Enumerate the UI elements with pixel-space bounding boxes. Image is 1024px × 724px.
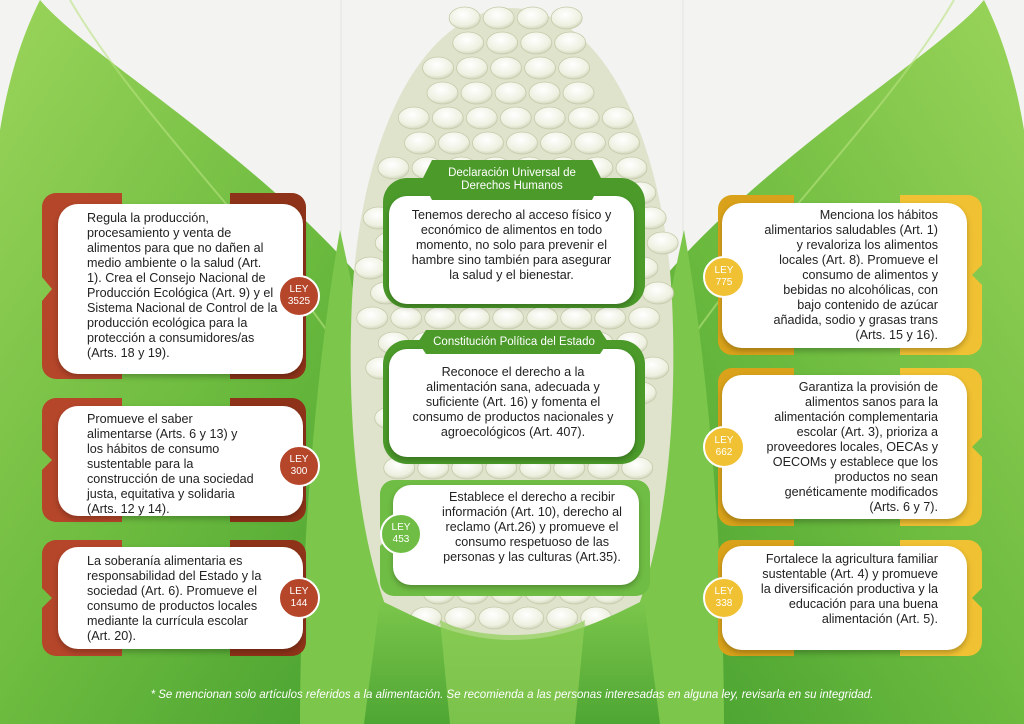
corn-kernel <box>458 306 491 330</box>
badge-number: 775 <box>715 277 733 288</box>
cpe-header-shape <box>418 330 608 354</box>
corn-kernel <box>516 6 549 30</box>
corn-kernel <box>512 606 545 630</box>
ley-3525-badge: LEY 3525 <box>278 275 320 317</box>
dudh-text: Tenemos derecho al acceso físico y econó… <box>411 208 612 282</box>
badge-number: 144 <box>290 598 308 609</box>
corn-kernel <box>377 156 410 180</box>
corn-kernel <box>390 306 423 330</box>
corn-kernel <box>558 56 590 80</box>
corn-kernel <box>456 56 488 80</box>
corn-kernel <box>528 81 561 105</box>
corn-kernel <box>452 31 485 55</box>
ley-144-text: La soberanía alimentaria es responsabili… <box>87 554 262 643</box>
corn-kernel <box>354 256 387 280</box>
left-card-3: La soberanía alimentaria es responsabili… <box>58 547 303 649</box>
dudh-card: Tenemos derecho al acceso físico y econó… <box>389 196 634 304</box>
cpe-header: Constitución Política del Estado <box>433 335 595 348</box>
ley-662-text: Garantiza la provisión de alimentos sano… <box>766 380 939 514</box>
corn-kernel <box>426 81 459 105</box>
corn-kernel <box>608 131 640 155</box>
badge-label: LEY <box>714 435 734 446</box>
cpe-card: Reconoce el derecho a la alimentación sa… <box>389 349 635 457</box>
badge-number: 3525 <box>287 296 311 307</box>
corn-kernel <box>601 106 634 130</box>
badge-label: LEY <box>391 522 411 533</box>
corn-kernel <box>646 231 679 255</box>
corn-kernel <box>499 106 532 130</box>
ley-144-badge: LEY 144 <box>278 577 320 619</box>
corn-kernel <box>460 81 493 105</box>
corn-kernel <box>554 31 587 55</box>
left-card-1: Regula la producción, procesamiento y ve… <box>58 204 303 374</box>
badge-label: LEY <box>289 284 309 295</box>
corn-kernel <box>492 306 525 330</box>
dudh-header-shape <box>422 160 602 200</box>
corn-kernel <box>482 6 515 30</box>
corn-kernel <box>550 6 583 30</box>
corn-kernel <box>465 106 498 130</box>
right-card-1: Menciona los hábitos alimentarios saluda… <box>722 203 967 348</box>
badge-number: 662 <box>715 447 733 458</box>
corn-kernel <box>397 106 430 130</box>
corn-kernel <box>356 306 389 330</box>
corn-kernel <box>490 56 522 80</box>
corn-kernel <box>526 306 559 330</box>
corn-kernel <box>486 31 519 55</box>
right-card-3: Fortalece la agricultura familiar susten… <box>722 546 967 650</box>
right-card-2: Garantiza la provisión de alimentos sano… <box>722 375 967 519</box>
corn-kernel <box>448 6 481 30</box>
corn-kernel <box>642 281 674 305</box>
left-card-2: Promueve el saber alimentarse (Arts. 6 y… <box>58 406 303 516</box>
badge-label: LEY <box>714 586 734 597</box>
corn-kernel <box>533 106 566 130</box>
dudh-header: Declaración Universal de Derechos Humano… <box>448 167 576 192</box>
corn-kernel <box>494 81 527 105</box>
ley-300-badge: LEY 300 <box>278 445 320 487</box>
ley-3525-text: Regula la producción, procesamiento y ve… <box>87 211 278 360</box>
corn-kernel <box>540 131 572 155</box>
ley-453-card: Establece el derecho a recibir informaci… <box>393 485 639 585</box>
corn-kernel <box>438 131 470 155</box>
corn-kernel <box>594 306 627 330</box>
corn-kernel <box>506 131 538 155</box>
badge-label: LEY <box>289 586 309 597</box>
badge-number: 453 <box>392 534 410 545</box>
cpe-text: Reconoce el derecho a la alimentación sa… <box>412 365 614 439</box>
badge-label: LEY <box>289 454 309 465</box>
ley-453-badge: LEY 453 <box>380 513 422 555</box>
corn-kernel <box>560 306 593 330</box>
corn-kernel <box>628 306 661 330</box>
ley-662-badge: LEY 662 <box>703 426 745 468</box>
corn-kernel <box>567 106 600 130</box>
corn-kernel <box>424 306 457 330</box>
corn-kernel <box>520 31 553 55</box>
corn-kernel <box>404 131 436 155</box>
ley-300-text: Promueve el saber alimentarse (Arts. 6 y… <box>87 412 254 516</box>
ley-775-text: Menciona los hábitos alimentarios saluda… <box>764 208 938 342</box>
corn-kernel <box>478 606 511 630</box>
corn-kernel <box>615 156 648 180</box>
badge-number: 338 <box>715 598 733 609</box>
ley-453-text: Establece el derecho a recibir informaci… <box>442 490 622 564</box>
badge-number: 300 <box>290 466 308 477</box>
corn-kernel <box>562 81 595 105</box>
ley-338-badge: LEY 338 <box>703 577 745 619</box>
corn-kernel <box>524 56 556 80</box>
corn-kernel <box>574 131 606 155</box>
corn-kernel <box>422 56 454 80</box>
badge-label: LEY <box>714 265 734 276</box>
corn-kernel <box>431 106 464 130</box>
ley-775-badge: LEY 775 <box>703 256 745 298</box>
corn-kernel <box>472 131 504 155</box>
footnote: * Se mencionan solo artículos referidos … <box>150 689 874 701</box>
ley-338-text: Fortalece la agricultura familiar susten… <box>760 552 938 626</box>
